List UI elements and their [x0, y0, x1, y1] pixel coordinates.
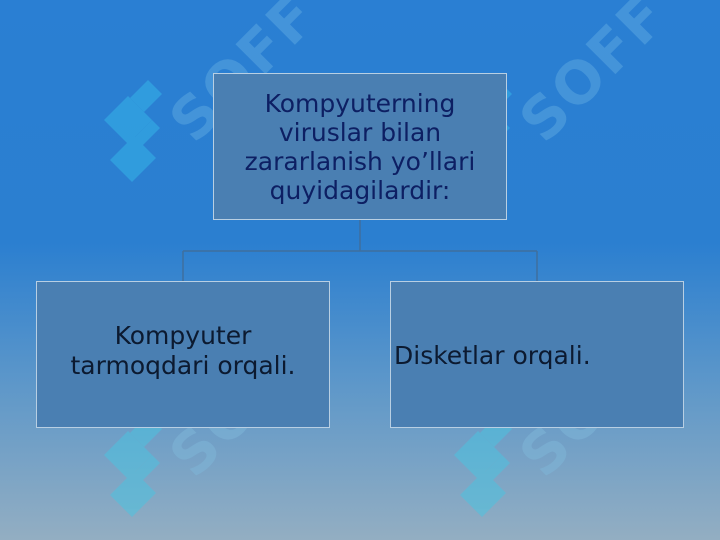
child-node-network: Kompyuter tarmoqdari orqali.: [36, 281, 330, 428]
child-node-diskettes: Disketlar orqali.: [390, 281, 684, 428]
root-node: Kompyuterning viruslar bilan zararlanish…: [213, 73, 507, 220]
child-node-diskettes-text: Disketlar orqali.: [394, 340, 591, 370]
child-node-network-text: Kompyuter tarmoqdari orqali.: [70, 320, 296, 380]
root-node-text: Kompyuterning viruslar bilan zararlanish…: [244, 88, 476, 205]
